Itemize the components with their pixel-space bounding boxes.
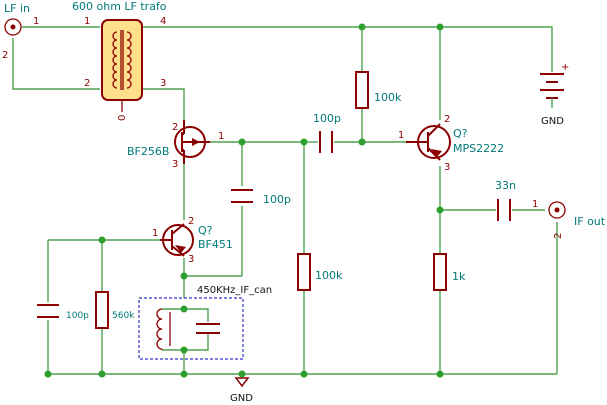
ground-label: GND bbox=[230, 393, 253, 404]
junction-dot bbox=[98, 236, 106, 244]
junction-dot bbox=[44, 370, 52, 378]
bf451-ref: Q? bbox=[198, 224, 213, 237]
junction-dot bbox=[180, 346, 188, 354]
trafo-pin3: 3 bbox=[160, 78, 166, 89]
trafo-pin0: 0 bbox=[117, 115, 128, 121]
resistor-1k: 1k bbox=[433, 253, 466, 291]
bf451-pin2: 2 bbox=[188, 216, 194, 227]
junction-dot bbox=[300, 370, 308, 378]
resistor-100k-top: 100k bbox=[355, 71, 402, 109]
res-560k-value: 560k bbox=[112, 311, 135, 321]
resistor-100k-mid: 100k bbox=[297, 253, 343, 291]
if-out-ref: IF out bbox=[574, 215, 606, 228]
battery-plus: + bbox=[561, 62, 569, 73]
lf-transformer: 600 ohm LF trafo 1 2 3 4 0 bbox=[72, 0, 167, 121]
junction-dot bbox=[98, 370, 106, 378]
transistor-mps2222: Q? MPS2222 1 2 3 bbox=[398, 114, 504, 173]
if-can-450khz: 450KHz_IF_can bbox=[138, 285, 272, 360]
if-out-pin2: 2 bbox=[553, 233, 564, 239]
res-100k-top-value: 100k bbox=[374, 91, 402, 104]
jfet-pin2: 2 bbox=[172, 122, 178, 133]
junction-dot bbox=[358, 23, 366, 31]
junctions bbox=[44, 23, 444, 378]
cap-100p-left-value: 100p bbox=[66, 311, 89, 321]
lf-in-ref: LF in bbox=[4, 2, 30, 15]
trafo-pin4: 4 bbox=[160, 16, 166, 27]
junction-dot bbox=[180, 370, 188, 378]
mps2222-pin2: 2 bbox=[444, 114, 450, 125]
capacitor-100p-top: 100p bbox=[313, 112, 341, 153]
cap-100p-top-value: 100p bbox=[313, 112, 341, 125]
mps2222-value: MPS2222 bbox=[453, 142, 504, 155]
junction-dot bbox=[436, 206, 444, 214]
lf-in-pin2: 2 bbox=[2, 50, 8, 61]
junction-dot bbox=[436, 23, 444, 31]
jfet-pin1: 1 bbox=[218, 131, 224, 142]
trafo-value: 600 ohm LF trafo bbox=[72, 0, 167, 13]
trafo-pin1: 1 bbox=[84, 16, 90, 27]
junction-dot bbox=[300, 138, 308, 146]
if-out-pin1: 1 bbox=[532, 199, 538, 210]
lf-in-connector: LF in 1 2 bbox=[2, 2, 39, 61]
bf451-pin3: 3 bbox=[188, 254, 194, 265]
lf-in-pin1: 1 bbox=[33, 16, 39, 27]
res-100k-mid-value: 100k bbox=[315, 269, 343, 282]
junction-dot bbox=[238, 138, 246, 146]
cap-33n-value: 33n bbox=[495, 179, 516, 192]
capacitor-100p-left: 100p bbox=[37, 304, 89, 321]
junction-dot bbox=[180, 272, 188, 280]
battery-gnd-label: GND bbox=[541, 116, 564, 127]
battery-supply: + GND bbox=[540, 62, 569, 127]
jfet-value: BF256B bbox=[127, 145, 169, 158]
transistor-bf451: Q? BF451 1 2 3 bbox=[152, 216, 233, 265]
ground-symbol: GND bbox=[230, 374, 253, 404]
junction-dot bbox=[180, 305, 188, 313]
resistor-560k: 560k bbox=[95, 291, 135, 329]
if-out-connector: IF out 1 2 bbox=[532, 199, 606, 239]
jfet-bf256b: BF256B 1 2 3 bbox=[127, 120, 224, 170]
bf451-value: BF451 bbox=[198, 238, 233, 251]
bf451-pin1: 1 bbox=[152, 228, 158, 239]
cap-100p-mid-value: 100p bbox=[263, 193, 291, 206]
if-can-value: 450KHz_IF_can bbox=[197, 285, 272, 296]
capacitor-100p-mid: 100p bbox=[231, 189, 291, 206]
jfet-pin3: 3 bbox=[172, 159, 178, 170]
junction-dot bbox=[436, 370, 444, 378]
mps2222-ref: Q? bbox=[453, 127, 468, 140]
trafo-pin2: 2 bbox=[84, 78, 90, 89]
mps2222-pin1: 1 bbox=[398, 130, 404, 141]
res-1k-value: 1k bbox=[452, 270, 466, 283]
junction-dot bbox=[358, 138, 366, 146]
capacitor-33n: 33n bbox=[495, 179, 516, 221]
mps2222-pin3: 3 bbox=[444, 162, 450, 173]
